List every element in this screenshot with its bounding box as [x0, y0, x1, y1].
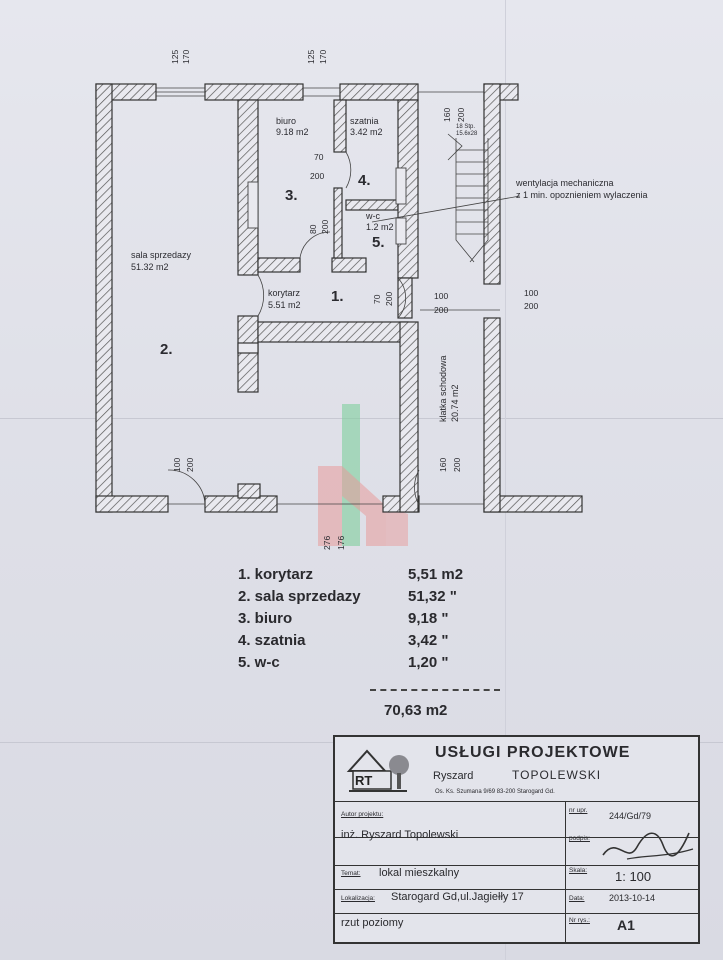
legend-row: 4. szatnia 3,42 ": [238, 632, 538, 654]
label-location: Lokalizacja:: [341, 895, 375, 902]
dim-label: 200: [320, 219, 330, 234]
room-area-sala: 51.32 m2: [131, 262, 169, 272]
room-area-biuro: 9.18 m2: [276, 127, 309, 137]
legend-room-name: 3. biuro: [238, 610, 293, 627]
fold-line: [505, 0, 506, 960]
legend-row: 1. korytarz 5,51 m2: [238, 566, 538, 588]
room-area-korytarz: 5.51 m2: [268, 300, 301, 310]
dim-label: 160: [442, 107, 452, 122]
dim-label: 200: [185, 457, 195, 472]
room-area-klatka: 20.74 m2: [450, 384, 460, 422]
label-topic: Temat:: [341, 870, 361, 877]
room-number-szatnia: 4.: [358, 172, 371, 189]
dim-label: 200: [384, 291, 394, 306]
logo-text: RT: [355, 773, 372, 788]
dim-label: 200: [310, 171, 325, 181]
legend-room-area: 3,42 ": [408, 632, 449, 649]
scale-value: 1: 100: [615, 869, 652, 884]
row-divider: [335, 837, 698, 838]
room-name-klatka: klatka schodowa: [438, 355, 448, 422]
dim-label: 200: [524, 301, 539, 311]
room-number-korytarz: 1.: [331, 288, 344, 305]
dim-label: 125: [170, 49, 180, 64]
label-scale: Skala:: [569, 867, 588, 874]
title-block: RT USŁUGI PROJEKTOWE Ryszard TOPOLEWSKI …: [333, 735, 700, 944]
dim-label: 100: [524, 288, 539, 298]
label-date: Data:: [569, 895, 585, 902]
stairs-note: 18 Stp.: [456, 124, 476, 130]
dim-label: 100: [434, 291, 449, 301]
dim-label: 200: [452, 457, 462, 472]
ventilation-note-detail: z 1 min. opoznieniem wylaczenia: [516, 190, 648, 200]
drawing-number: A1: [617, 917, 635, 933]
room-area-szatnia: 3.42 m2: [350, 127, 383, 137]
room-name-szatnia: szatnia: [350, 116, 379, 126]
topic-value: lokal mieszkalny: [379, 867, 460, 879]
dim-label: 160: [438, 457, 448, 472]
license-number: 244/Gd/79: [609, 811, 652, 821]
fold-line: [0, 418, 723, 419]
column-divider: [565, 801, 566, 942]
dim-label: 170: [318, 49, 328, 64]
legend-room-area: 51,32 ": [408, 588, 457, 605]
row-divider: [335, 865, 698, 866]
legend-row: 2. sala sprzedazy 51,32 ": [238, 588, 538, 610]
room-name-korytarz: korytarz: [268, 288, 301, 298]
label-license: nr upr.: [569, 807, 588, 814]
legend-room-name: 5. w-c: [238, 654, 280, 671]
signature: [602, 832, 694, 860]
legend-room-area: 5,51 m2: [408, 566, 464, 583]
legend-room-name: 4. szatnia: [238, 632, 306, 649]
company-title: USŁUGI PROJEKTOWE: [435, 744, 631, 761]
designer-last-name: TOPOLEWSKI: [512, 768, 602, 782]
legend-row: 3. biuro 9,18 ": [238, 610, 538, 632]
dim-label: 100: [172, 457, 182, 472]
dim-label: 176: [336, 535, 346, 550]
room-name-biuro: biuro: [276, 116, 297, 126]
date-value: 2013-10-14: [609, 893, 656, 903]
dim-label: 276: [322, 535, 332, 550]
legend-room-area: 1,20 ": [408, 654, 449, 671]
dim-label: 80: [308, 224, 318, 234]
dim-label: 200: [456, 107, 466, 122]
room-number-wc: 5.: [372, 234, 385, 251]
label-author: Autor projektu:: [341, 811, 384, 818]
dim-label: 70: [314, 152, 324, 162]
legend-room-area: 9,18 ": [408, 610, 449, 627]
drawing-name: rzut poziomy: [341, 917, 404, 929]
row-divider: [335, 889, 698, 890]
label-signature: podpis:: [569, 835, 590, 842]
room-name-sala: sala sprzedazy: [131, 250, 192, 260]
room-number-sala: 2.: [160, 341, 173, 358]
dim-label: 125: [306, 49, 316, 64]
room-area-legend: 1. korytarz 5,51 m2 2. sala sprzedazy 51…: [238, 566, 538, 676]
row-divider: [335, 913, 698, 914]
ventilation-note: wentylacja mechaniczna: [516, 178, 614, 188]
watermark-logo: [318, 404, 408, 546]
author-name: inż. Ryszard Topolewski: [341, 829, 459, 841]
room-area-wc: 1.2 m2: [366, 222, 394, 232]
legend-room-name: 2. sala sprzedazy: [238, 588, 361, 605]
room-name-wc: w-c: [366, 211, 380, 221]
location-value: Starogard Gd,ul.Jagiełły 17: [391, 891, 524, 903]
title-block-header: RT USŁUGI PROJEKTOWE Ryszard TOPOLEWSKI …: [335, 737, 698, 802]
company-address: Os. Ks. Szumana 9/69 83-200 Starogard Gd…: [435, 789, 555, 795]
legend-room-name: 1. korytarz: [238, 566, 314, 583]
total-separator: [370, 689, 500, 691]
dim-label: 170: [181, 49, 191, 64]
legend-row: 5. w-c 1,20 ": [238, 654, 538, 676]
stairs-note-size: 15.6x28: [456, 131, 478, 137]
label-drawing-number: Nr rys.:: [569, 917, 590, 924]
dim-label: 70: [372, 294, 382, 304]
room-number-biuro: 3.: [285, 187, 298, 204]
total-area: 70,63 m2: [384, 702, 448, 719]
company-logo: RT: [346, 749, 409, 792]
dim-label: 200: [434, 305, 449, 315]
designer-first-name: Ryszard: [433, 770, 474, 782]
